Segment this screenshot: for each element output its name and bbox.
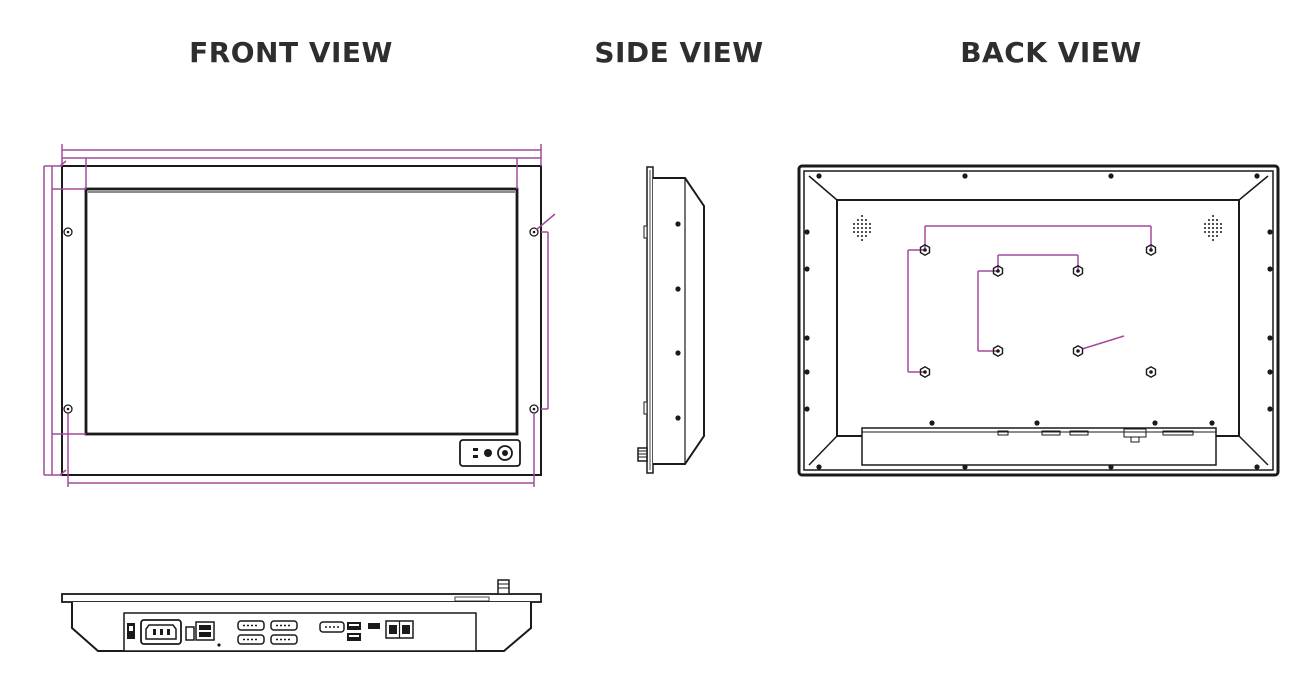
usb-dual-port-icon xyxy=(347,622,361,641)
power-switch-icon xyxy=(127,623,135,639)
back-view-title: BACK VIEW xyxy=(960,36,1142,69)
vesa-dimension-lines xyxy=(907,225,1152,373)
front-dimension-lines xyxy=(43,144,556,487)
front-view-title: FRONT VIEW xyxy=(189,36,393,69)
speaker-grille-right-icon xyxy=(1204,215,1222,241)
back-view xyxy=(797,164,1280,477)
side-power-knob-icon xyxy=(637,447,648,462)
serial-com-ports-icon xyxy=(237,620,298,645)
front-view xyxy=(43,144,556,487)
indicator-led-icon xyxy=(473,448,478,451)
side-view xyxy=(637,166,705,474)
front-control-panel xyxy=(459,439,521,467)
ethernet-ports-icon xyxy=(385,620,414,639)
ac-power-inlet-icon xyxy=(140,619,182,645)
side-housing xyxy=(653,177,705,465)
back-io-panel xyxy=(861,420,1217,466)
front-display-area xyxy=(84,187,519,436)
speaker-grille-left-icon xyxy=(853,215,871,241)
bottom-io-plate xyxy=(123,612,477,652)
vga-port-icon xyxy=(319,621,345,633)
bottom-view xyxy=(61,579,542,652)
top-knob-icon xyxy=(497,579,510,595)
hdmi-port-icon xyxy=(368,623,380,629)
usb-ports-icon xyxy=(185,621,215,641)
power-led-icon xyxy=(484,449,492,457)
back-rear-cover xyxy=(836,199,1240,437)
side-view-title: SIDE VIEW xyxy=(594,36,764,69)
